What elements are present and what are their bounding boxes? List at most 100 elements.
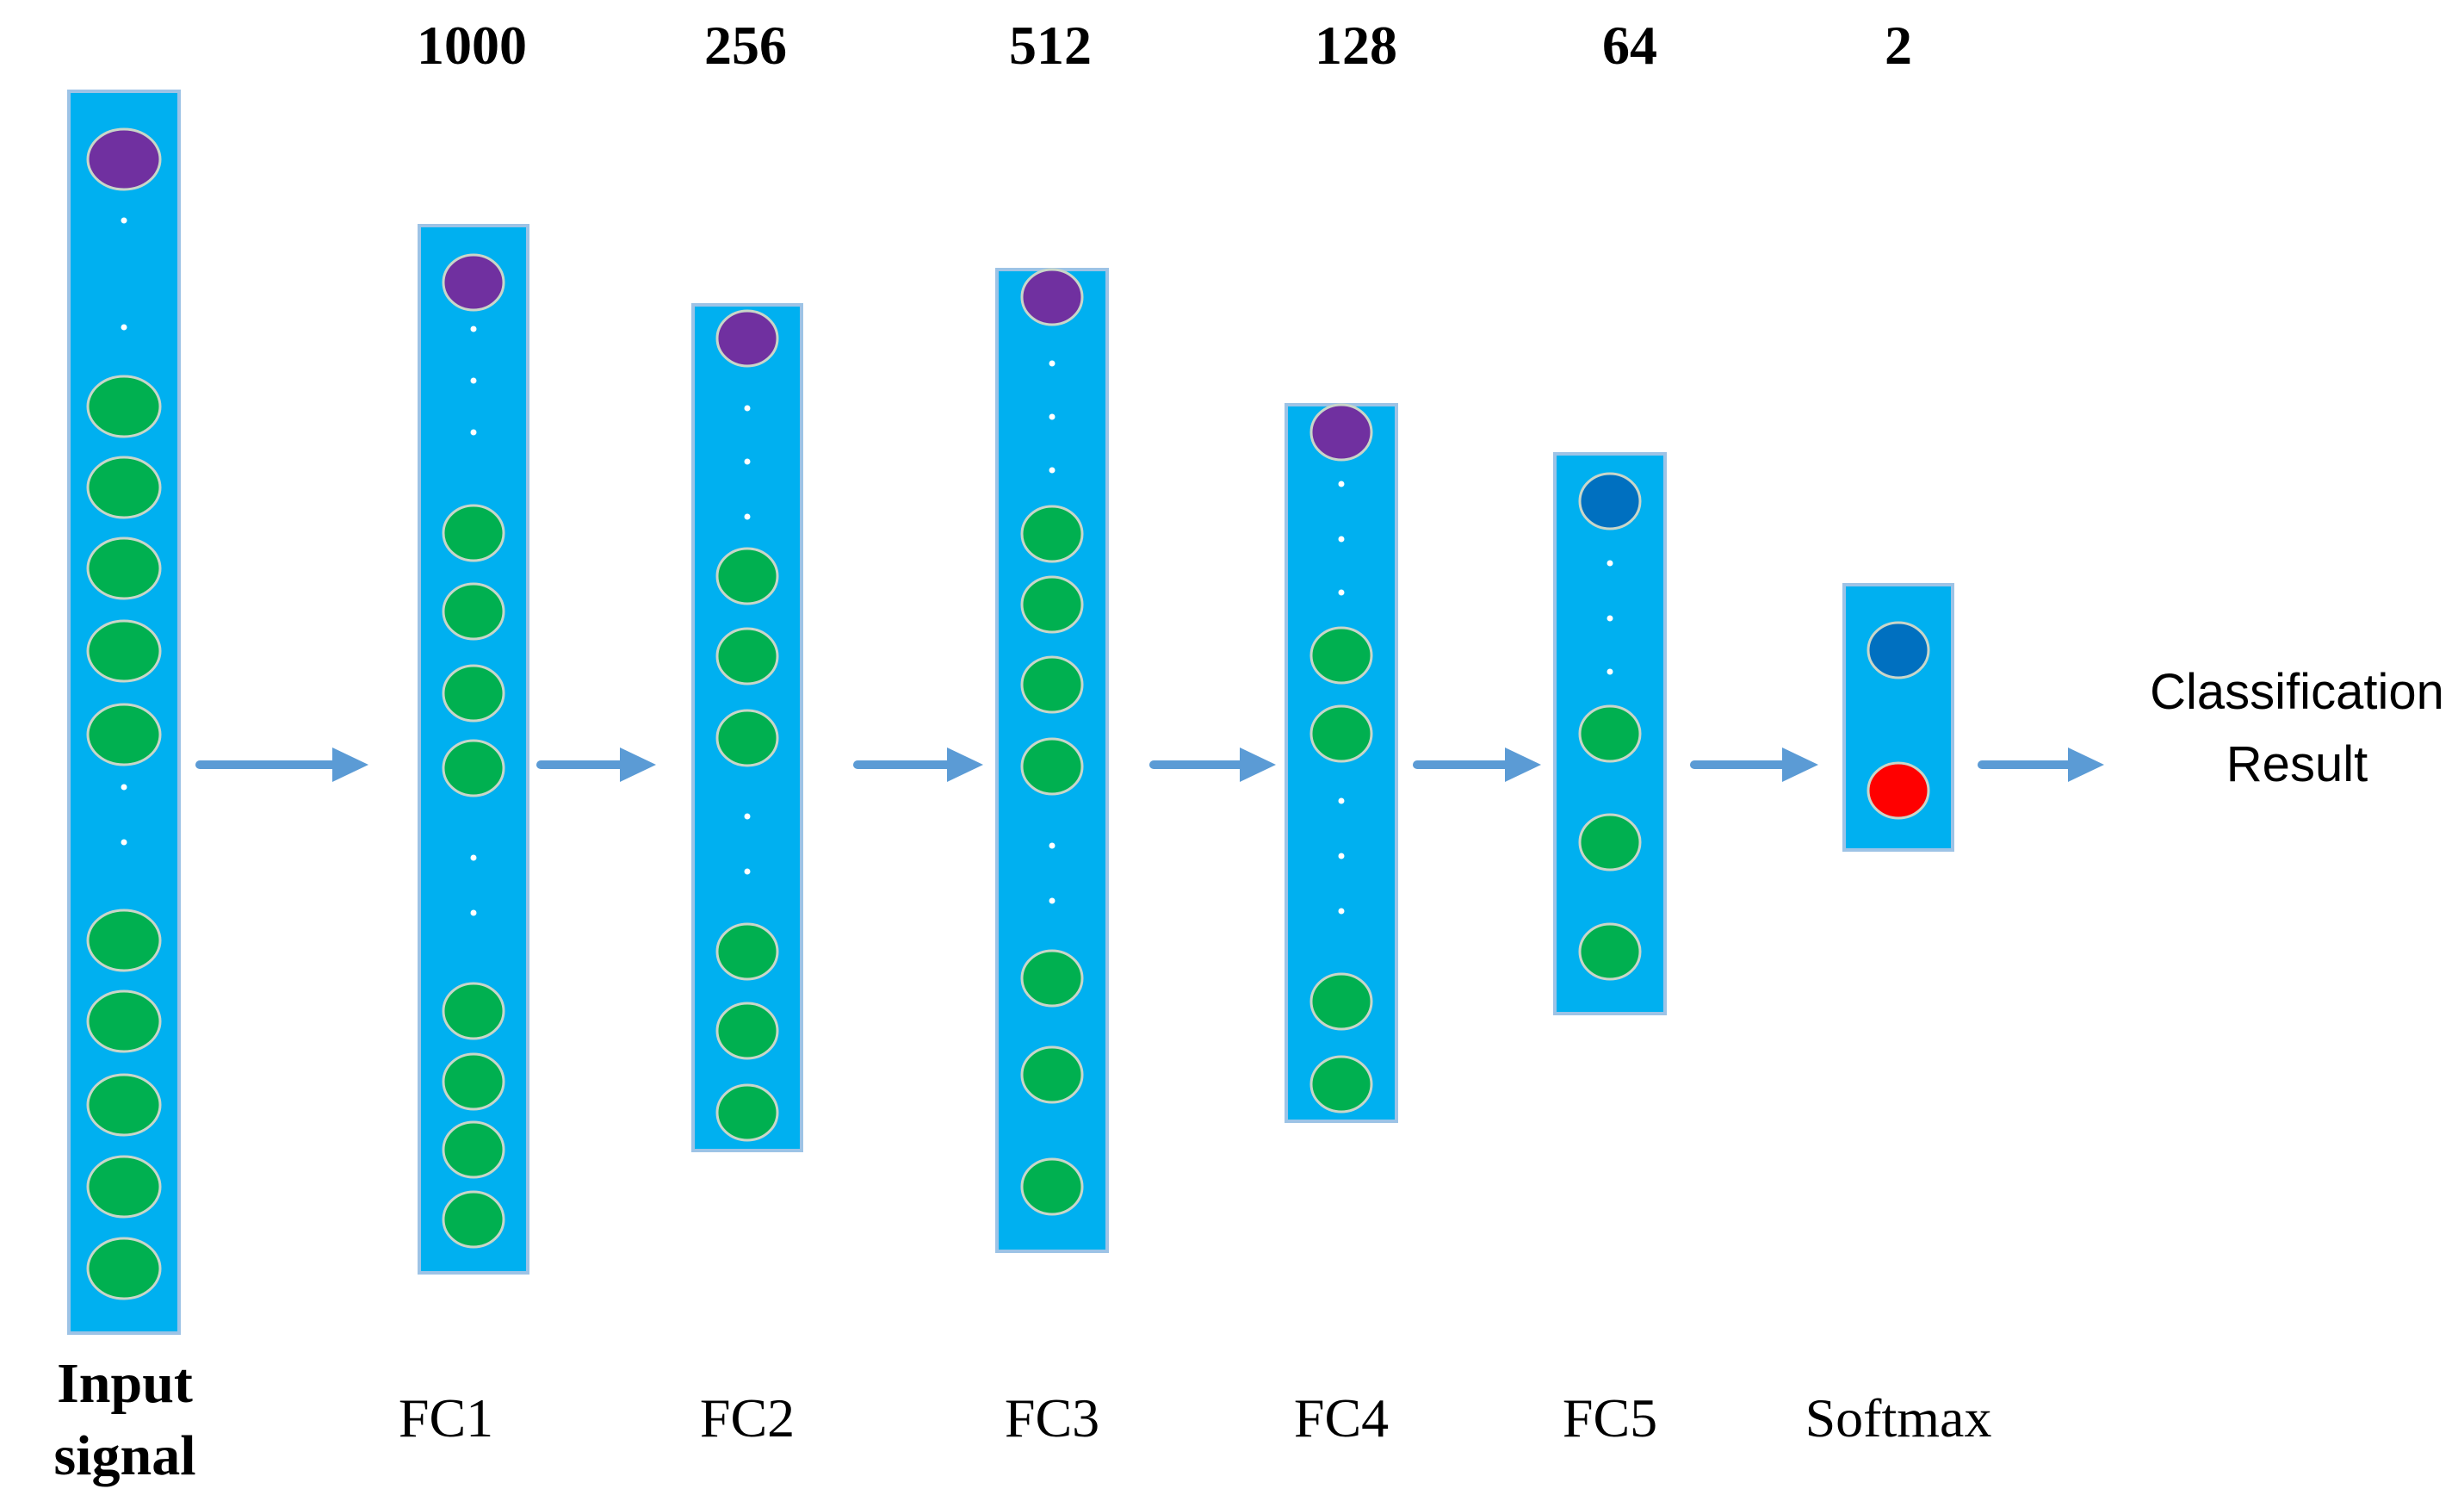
neuron-green [86,909,162,972]
neuron-green [1020,575,1084,634]
count-fc3: 128 [1315,15,1397,76]
count-fc5: 2 [1885,15,1912,76]
ellipsis-dot [121,324,127,331]
arrow-head [1505,748,1541,782]
classification-result-label: Classification Result [2150,656,2444,801]
ellipsis-dot [121,217,127,224]
ellipsis-dot [1049,360,1056,367]
neuron-green [1309,704,1373,763]
neuron-green [442,982,505,1040]
neuron-green [1020,1157,1084,1216]
ellipsis-dot [1049,897,1056,904]
count-input: 1000 [417,15,527,76]
neuron-green [1309,1055,1373,1113]
neuron-green [442,504,505,562]
neuron-green [442,1052,505,1111]
count-fc2: 512 [1009,15,1092,76]
ellipsis-dot [1607,615,1613,622]
ellipsis-dot [470,854,477,861]
neuron-green [1578,922,1642,981]
neuron-green [715,627,779,685]
neuron-green [1020,737,1084,796]
ellipsis-dot [1049,842,1056,849]
neuron-green [86,375,162,438]
ellipsis-dot [1338,908,1345,915]
result-label-line2: Result [2226,736,2368,792]
ellipsis-dot [1607,668,1613,675]
neuron-green [1020,655,1084,714]
layer-name-fc2: FC2 [699,1387,796,1448]
neuron-green [86,1155,162,1219]
layer-name-fc3: FC3 [1004,1387,1100,1448]
ellipsis-dot [1607,560,1613,567]
arrow-head [620,748,656,782]
neuron-green [86,619,162,683]
neuron-green [1020,949,1084,1008]
ellipsis-dot [744,868,751,875]
input-signal-label: Input signal [53,1348,195,1492]
neuron-green [715,547,779,605]
ellipsis-dot [1049,467,1056,474]
neuron-blue [1578,472,1642,530]
neuron-green [1578,813,1642,872]
ellipsis-dot [1338,536,1345,543]
result-label-line1: Classification [2150,664,2444,720]
neuron-green [442,664,505,723]
layer-name-fc4: FC4 [1293,1387,1390,1448]
ellipsis-dot [1338,481,1345,487]
ellipsis-dot [744,405,751,412]
arrow-head [947,748,983,782]
neuron-green [1309,972,1373,1031]
neuron-green [442,1120,505,1179]
count-fc1: 256 [704,15,787,76]
neuron-purple [442,253,505,312]
neuron-green [86,703,162,766]
neuron-green [1578,704,1642,763]
neuron-green [86,537,162,600]
ellipsis-dot [121,784,127,791]
input-label-line2: signal [53,1424,196,1487]
neuron-green [715,709,779,767]
neuron-green [1309,626,1373,685]
neuron-purple [86,127,162,191]
neuron-purple [1020,268,1084,326]
count-fc4: 64 [1602,15,1657,76]
neuron-green [1020,505,1084,563]
ellipsis-dot [470,326,477,332]
neuron-green [442,582,505,641]
input-label-line1: Input [57,1352,193,1415]
arrow-head [1240,748,1276,782]
layer-name-fc1: FC1 [398,1387,494,1448]
arrow-head [2068,748,2104,782]
ellipsis-dot [1338,797,1345,804]
neuron-purple [1309,403,1373,462]
neuron-red [1867,761,1930,820]
neuron-green [86,1237,162,1300]
arrow-head [332,748,368,782]
ellipsis-dot [470,377,477,384]
ellipsis-dot [744,458,751,465]
neuron-green [715,1083,779,1142]
ellipsis-dot [744,813,751,820]
neuron-blue [1867,621,1930,679]
layer-name-softmax: Softmax [1805,1387,1992,1448]
layer-name-fc5: FC5 [1562,1387,1658,1448]
ellipsis-dot [1338,589,1345,596]
neuron-green [442,1190,505,1249]
neuron-purple [715,309,779,368]
ellipsis-dot [470,429,477,436]
ellipsis-dot [121,839,127,846]
neuron-green [86,456,162,519]
neuron-green [715,1002,779,1060]
arrow-head [1782,748,1818,782]
ellipsis-dot [1049,413,1056,420]
neuron-green [86,989,162,1053]
neuron-green [1020,1045,1084,1104]
ellipsis-dot [470,909,477,916]
neuron-green [442,739,505,797]
ellipsis-dot [744,513,751,520]
ellipsis-dot [1338,853,1345,859]
neuron-green [86,1073,162,1137]
